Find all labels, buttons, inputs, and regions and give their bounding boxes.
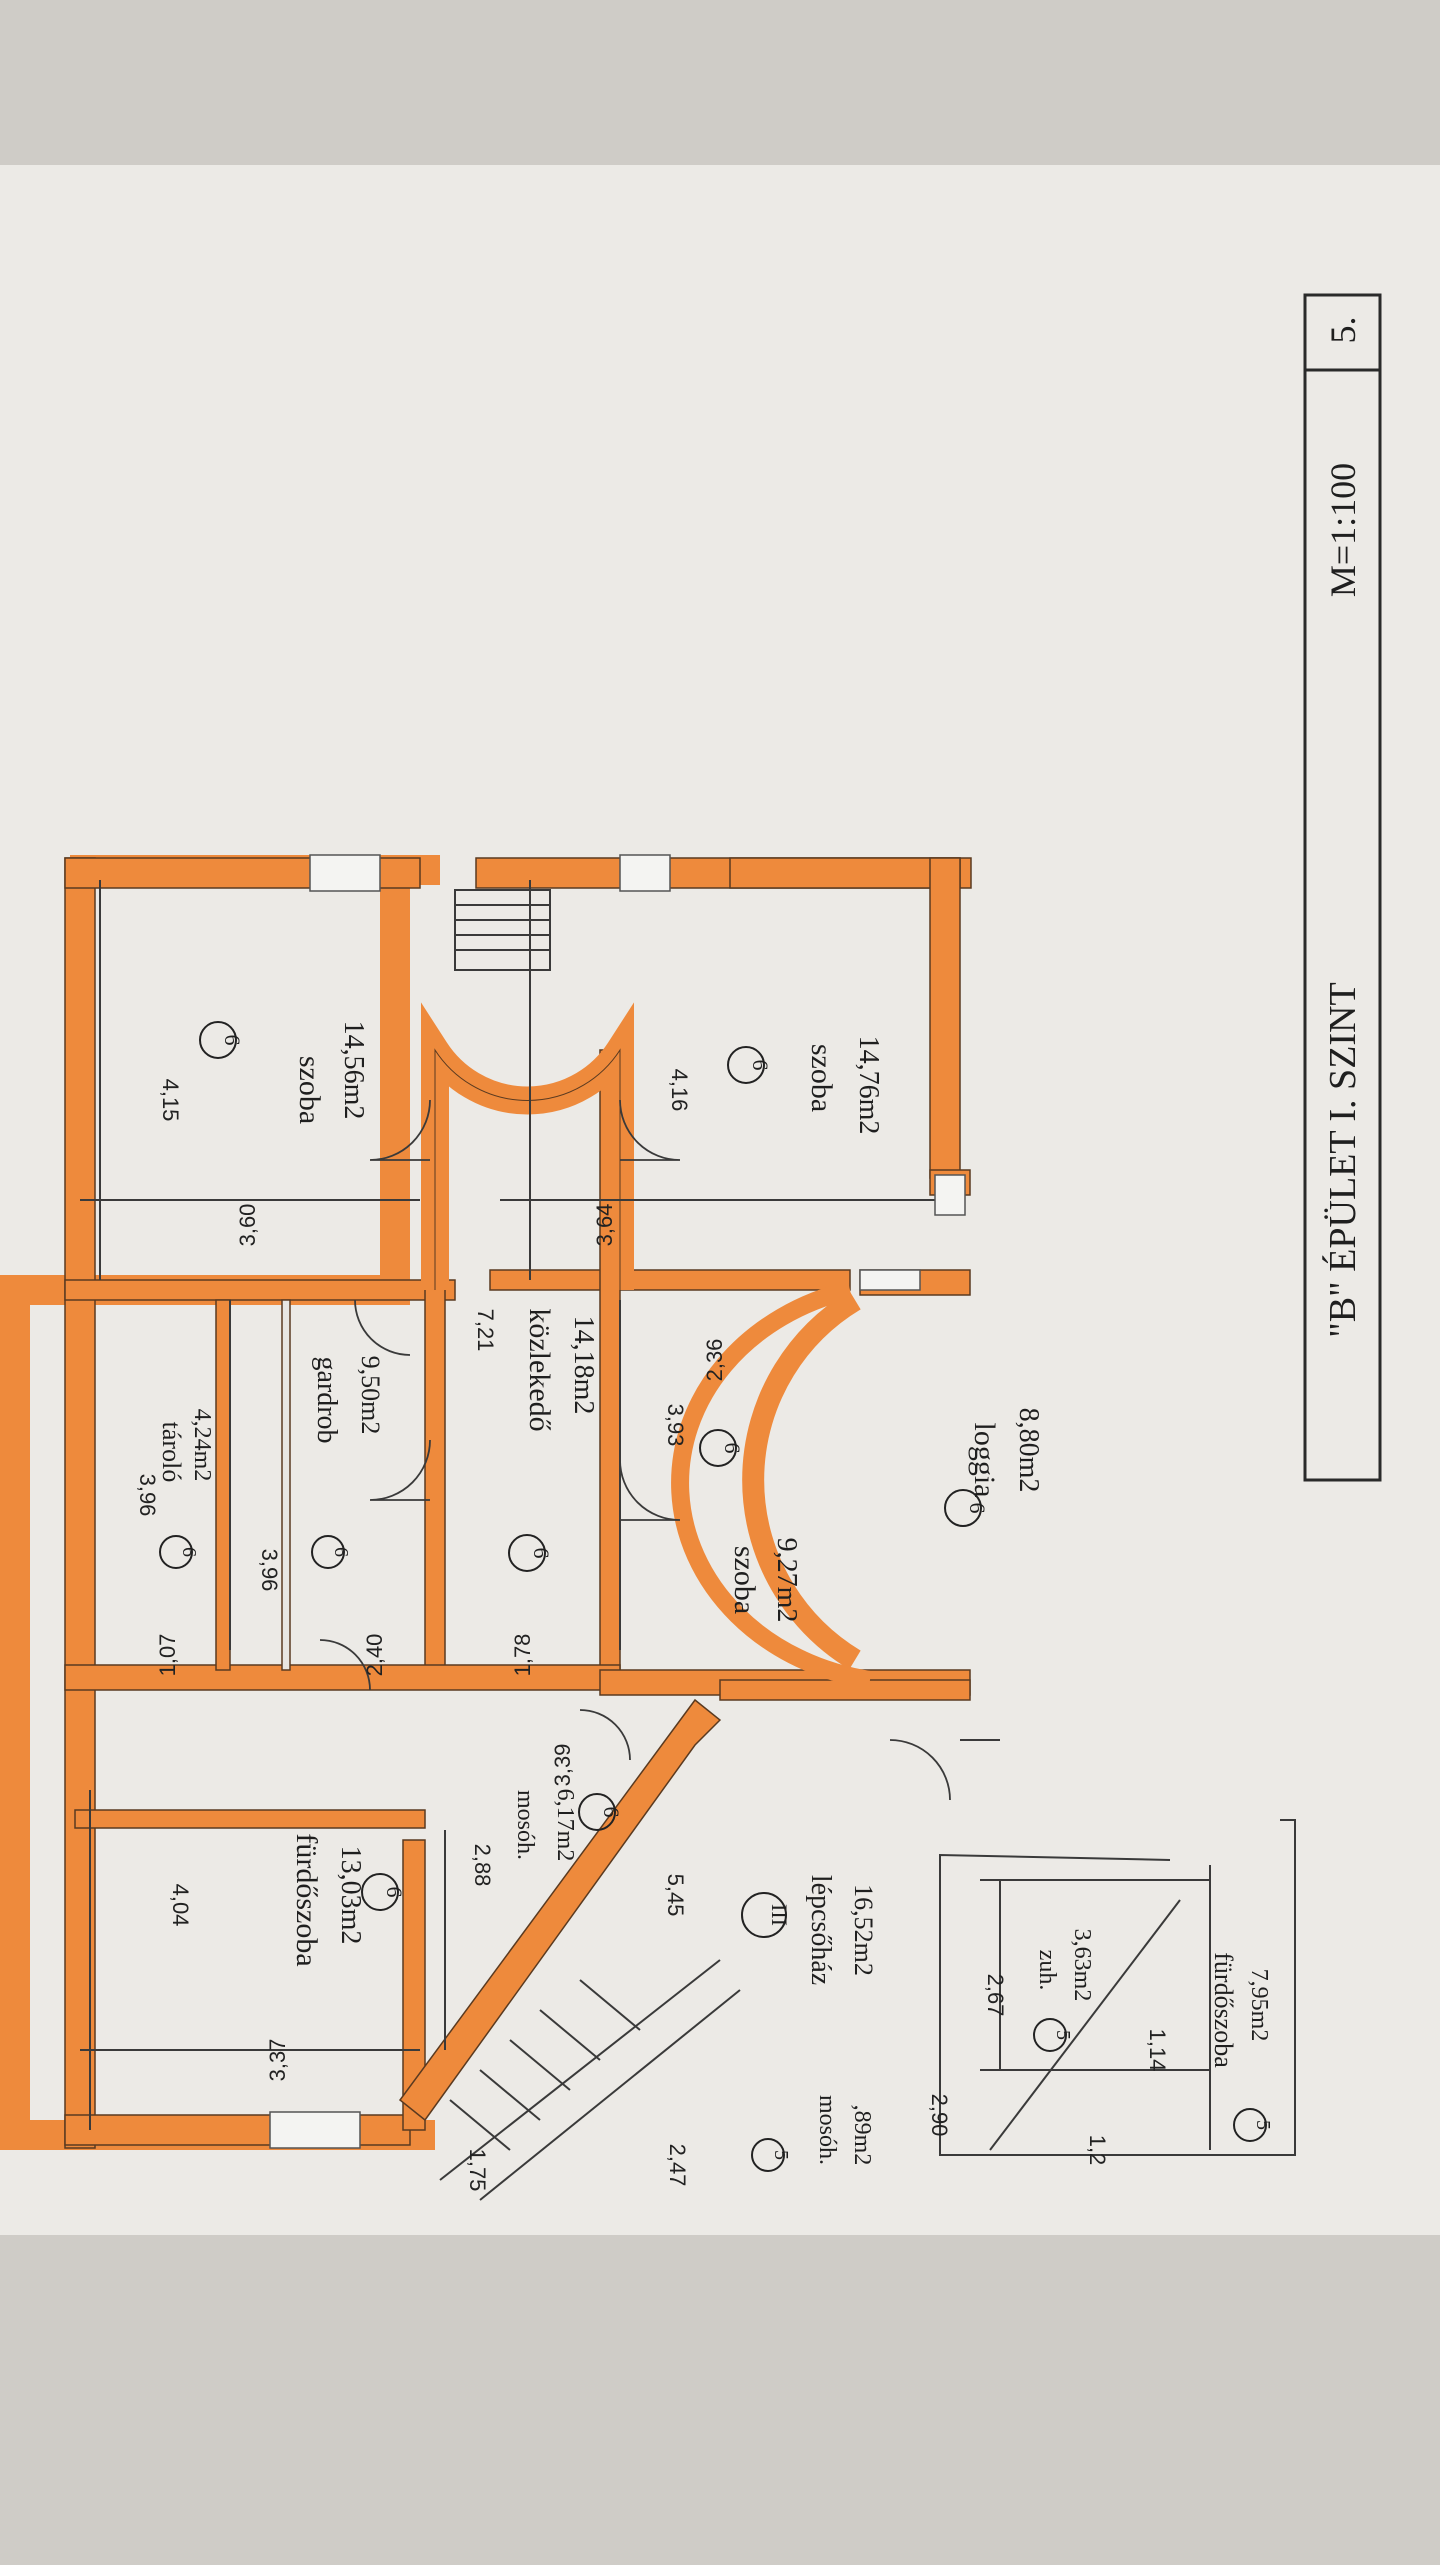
level-szoba-c: 6 — [720, 1443, 745, 1454]
doors — [319, 1099, 951, 1801]
dim-20: 1,75 — [465, 2149, 490, 2192]
name-tarolo: tároló — [157, 1422, 186, 1483]
title-scale: M=1:100 — [1323, 463, 1363, 597]
area-gardrob: 9,50m2 — [356, 1356, 385, 1435]
dim-14: 2,88 — [470, 1844, 495, 1887]
dim-7: 3,96 — [257, 1549, 282, 1592]
stair-lines — [80, 880, 1296, 2201]
dim-19: 2,90 — [927, 2094, 952, 2137]
dim-8: 1,07 — [155, 1634, 180, 1677]
wall-apse-line — [434, 1048, 621, 1290]
level-furdo-a: 6 — [382, 1887, 407, 1898]
title-frame — [1303, 293, 1382, 1482]
level-marks — [159, 1021, 1267, 2172]
wall-bath-top — [74, 1809, 426, 1829]
area-szoba-a: 14,56m2 — [338, 1021, 369, 1120]
dim-13: 3,39 — [550, 1744, 575, 1787]
level-lepcsohaz: III — [767, 1904, 792, 1926]
level-kozlekedo: 6 — [529, 1548, 554, 1559]
dim-16: 4,04 — [168, 1884, 193, 1927]
level-szoba-a: 6 — [220, 1035, 245, 1046]
name-kozlekedo: közlekedő — [523, 1308, 556, 1431]
area-moso: 6,17m2 — [552, 1789, 578, 1862]
name-lepcsohaz: lépcsőház — [805, 1875, 836, 1985]
stair-apse — [454, 889, 551, 971]
area-moso-b: ,89m2 — [849, 2105, 875, 2166]
dim-21: 2,67 — [983, 1974, 1008, 2017]
name-zuh: zuh. — [1034, 1950, 1060, 1991]
title-block: "B" ÉPÜLET I. SZINT M=1:100 5. — [1303, 293, 1382, 1482]
area-loggia: 8,80m2 — [1013, 1408, 1044, 1493]
wall-bath-right — [402, 1839, 426, 2131]
window-b — [619, 854, 671, 892]
windows — [269, 854, 966, 2149]
name-szoba-a: szoba — [293, 1056, 326, 1124]
level-zuh: 5 — [1052, 2030, 1074, 2040]
level-moso: 6 — [599, 1807, 624, 1818]
dim-4: 3,64 — [592, 1204, 617, 1247]
name-loggia: loggia — [968, 1423, 1001, 1498]
wall-top-right — [729, 857, 961, 889]
dim-3: 4,16 — [667, 1069, 692, 1112]
name-furdo-a: fürdőszoba — [290, 1833, 323, 1966]
name-moso-b: mosóh. — [814, 2095, 840, 2165]
area-zuh: 3,63m2 — [1069, 1929, 1095, 2002]
window-c — [934, 1174, 966, 1216]
plan-rotated — [0, 854, 1296, 2201]
area-szoba-c: 9,27m2 — [771, 1538, 802, 1623]
window-d — [859, 1269, 921, 1291]
name-szoba-c: szoba — [728, 1546, 761, 1614]
level-gardrob: 6 — [330, 1547, 352, 1557]
dim-2: 3,60 — [235, 1204, 260, 1247]
dim-22: 1,14 — [1145, 2029, 1170, 2072]
title-sheet: 5. — [1323, 317, 1363, 344]
dim-11: 3,93 — [663, 1404, 688, 1447]
name-furdo-b: fürdőszoba — [1209, 1952, 1238, 2068]
wall-loggia-arc2 — [671, 1281, 872, 1689]
dim-17: 3,37 — [265, 2039, 290, 2082]
level-szoba-b: 6 — [748, 1060, 773, 1071]
wall-storage-b — [281, 1299, 291, 1671]
name-moso: mosóh. — [512, 1790, 538, 1860]
area-kozlekedo: 14,18m2 — [568, 1316, 599, 1415]
area-szoba-b: 14,76m2 — [853, 1036, 884, 1135]
dim-5: 7,21 — [473, 1309, 498, 1352]
dim-9: 2,40 — [362, 1634, 387, 1677]
wall-int-b — [489, 1269, 851, 1291]
area-tarolo: 4,24m2 — [189, 1409, 215, 1482]
dim-18: 2,47 — [665, 2144, 690, 2187]
name-gardrob: gardrob — [311, 1356, 342, 1443]
dim-12: 2,36 — [702, 1339, 727, 1382]
wall-diagonal — [398, 1698, 722, 2122]
name-szoba-b: szoba — [805, 1044, 838, 1112]
dim-15: 5,45 — [663, 1874, 688, 1917]
dim-23: 1,2 — [1085, 2135, 1110, 2166]
wall-int-c — [64, 1664, 621, 1691]
window-a — [309, 854, 381, 892]
dim-1: 4,15 — [158, 1079, 183, 1122]
room-labels: 6 szoba 14,56m2 6 szoba 14,76m2 6 közlek… — [157, 1021, 1274, 2172]
dimension-labels: 4,15 3,60 4,16 3,64 7,21 3,96 3,96 1,07 … — [135, 1069, 1170, 2192]
title-building: "B" ÉPÜLET I. SZINT — [1322, 982, 1364, 1337]
dim-10: 1,78 — [510, 1634, 535, 1677]
level-furdo-b: 5 — [1252, 2120, 1274, 2130]
level-tarolo: 6 — [178, 1547, 200, 1557]
wall-int-a — [64, 1279, 456, 1301]
wall-storage — [215, 1299, 231, 1671]
wall-loggia-arc — [742, 1290, 861, 1670]
area-lepcsohaz: 16,52m2 — [849, 1884, 878, 1976]
level-loggia: 6 — [965, 1503, 990, 1514]
area-furdo-b: 7,95m2 — [1246, 1969, 1272, 2042]
area-furdo-a: 13,03m2 — [335, 1846, 366, 1945]
window-e — [269, 2111, 361, 2149]
level-moso-b: 5 — [770, 2150, 792, 2160]
wall-right-outer — [929, 857, 961, 1179]
dim-6: 3,96 — [135, 1474, 160, 1517]
